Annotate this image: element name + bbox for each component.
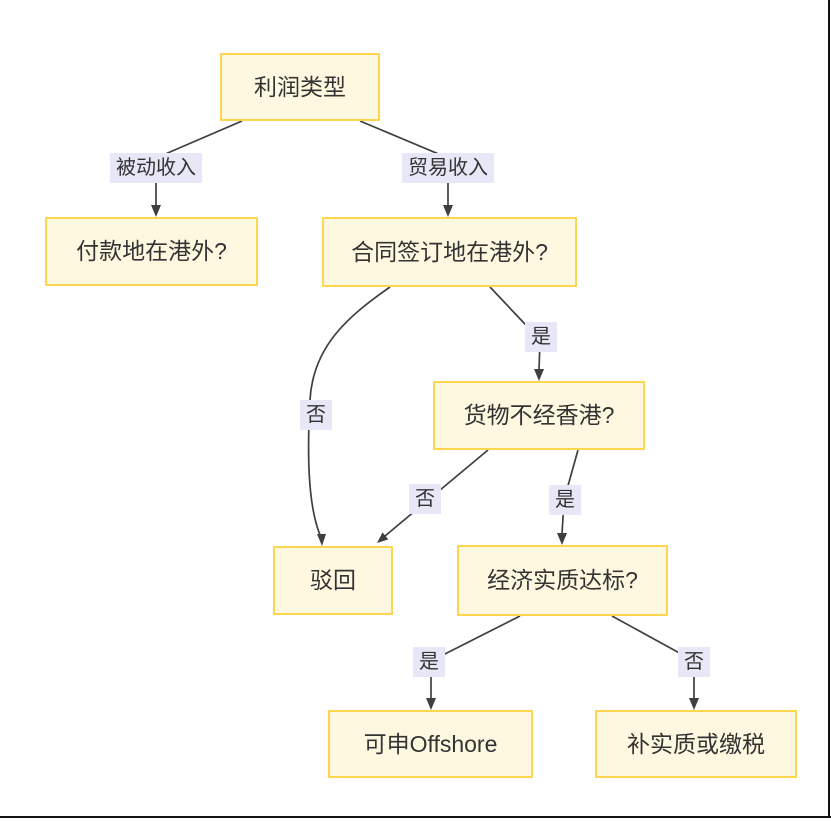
node-pay-tax: 补实质或缴税: [595, 710, 797, 778]
arrowhead: [151, 205, 161, 217]
node-substance-met: 经济实质达标?: [457, 545, 668, 616]
frame-border-right: [828, 0, 830, 818]
edge-label-substance-yes: 是: [413, 647, 445, 677]
edge-label-goods-yes: 是: [549, 485, 581, 515]
edge-label-contract-no: 否: [300, 400, 332, 430]
node-offshore: 可申Offshore: [328, 710, 533, 778]
node-goods-not-hk: 货物不经香港?: [433, 381, 645, 450]
arrowhead: [426, 698, 436, 710]
edge-label-substance-no: 否: [678, 647, 710, 677]
node-payment-abroad: 付款地在港外?: [45, 217, 258, 286]
arrowhead: [377, 532, 389, 543]
arrowhead: [317, 534, 326, 546]
edge-label-contract-yes: 是: [525, 322, 557, 352]
edge-label-trade-income: 贸易收入: [402, 153, 494, 183]
frame-border-bottom: [0, 816, 831, 818]
node-reject: 驳回: [273, 546, 393, 615]
arrowhead: [534, 369, 544, 381]
node-profit-type: 利润类型: [220, 53, 380, 121]
node-contract-abroad: 合同签订地在港外?: [322, 217, 577, 287]
arrowhead: [443, 205, 453, 217]
edge-contract-to-reject: [307, 286, 391, 536]
arrowhead: [689, 698, 699, 710]
edge-label-passive-income: 被动收入: [110, 153, 202, 183]
edge-label-goods-no: 否: [409, 484, 441, 514]
arrowhead: [557, 533, 567, 545]
